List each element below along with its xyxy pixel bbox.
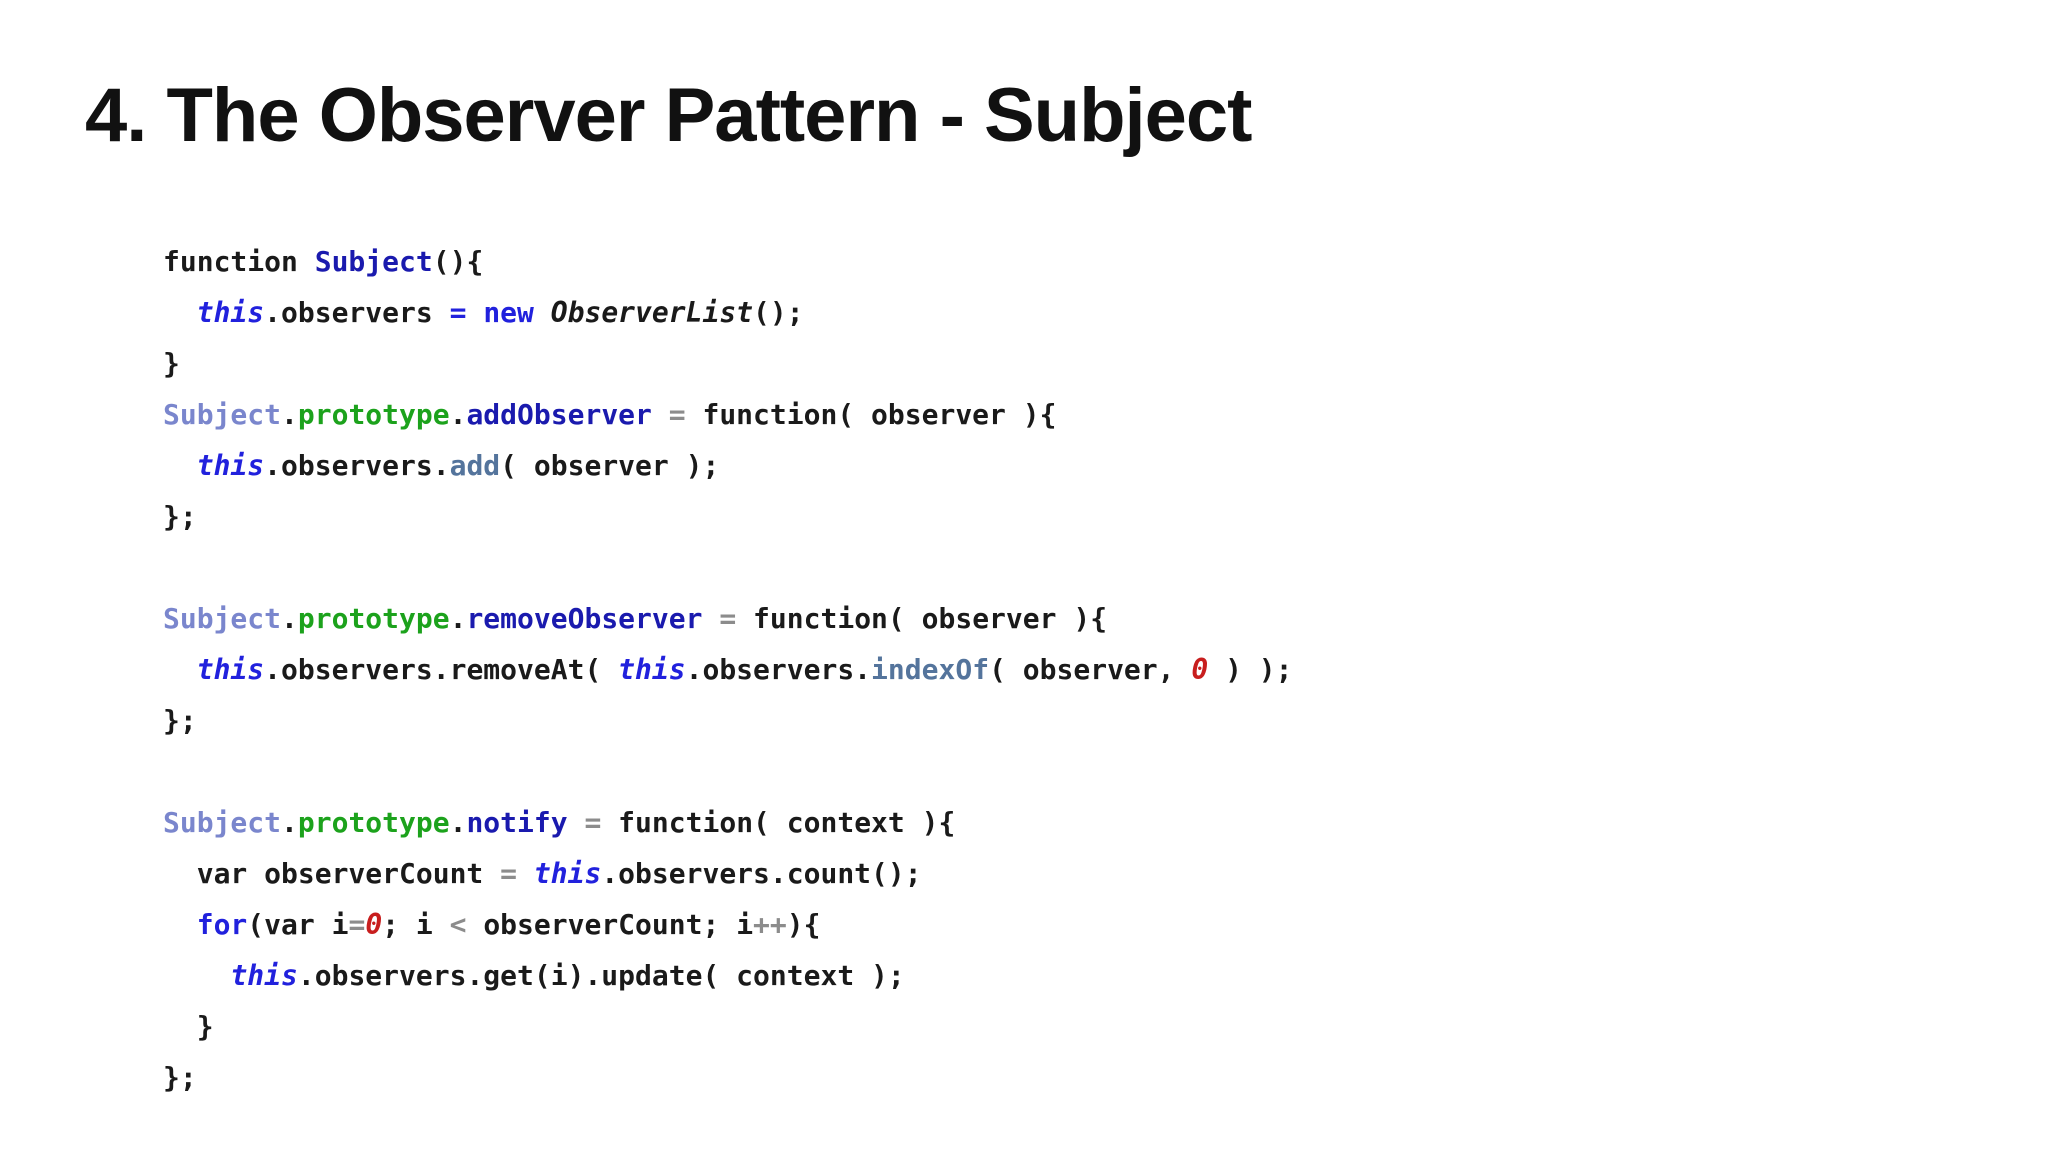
code-token: prototype: [297, 602, 450, 635]
code-token: observerCount; i: [466, 908, 754, 941]
code-token: prototype: [297, 398, 450, 431]
code-token: };: [163, 1061, 197, 1094]
code-token: }: [163, 347, 180, 380]
code-token: .observers.get(i).update( context );: [297, 959, 905, 992]
code-token: ; i: [382, 908, 450, 941]
code-token: .: [449, 398, 467, 431]
code-token: .: [449, 806, 467, 839]
code-token: .observers.: [685, 653, 872, 686]
code-token: addObserver: [466, 398, 652, 431]
code-token: ++: [753, 908, 787, 941]
code-token: ObserverList: [550, 296, 754, 329]
code-token: Subject: [163, 602, 282, 635]
code-token: this: [230, 959, 298, 992]
code-token: var observerCount: [163, 857, 501, 890]
code-line: this.observers.removeAt( this.observers.…: [163, 644, 1293, 695]
code-token: this: [533, 857, 602, 890]
code-token: .observers.: [264, 449, 450, 482]
code-line: };: [163, 695, 1293, 746]
code-token: .: [281, 602, 298, 635]
code-token: [466, 296, 483, 329]
code-token: [163, 653, 197, 686]
code-token: ( observer );: [500, 449, 720, 482]
code-token: [163, 959, 230, 992]
code-token: for: [196, 908, 248, 941]
code-token: 0: [1191, 653, 1209, 686]
code-token: };: [163, 704, 197, 737]
code-line: this.observers.get(i).update( context );: [163, 950, 1293, 1001]
code-token: function( observer ){: [736, 602, 1108, 635]
code-token: indexOf: [871, 653, 990, 686]
code-token: function: [163, 245, 315, 278]
code-token: ) );: [1208, 653, 1293, 686]
code-line: function Subject(){: [163, 236, 1293, 287]
code-token: =: [500, 857, 518, 890]
code-token: ){: [786, 908, 821, 941]
code-token: =: [719, 602, 737, 635]
code-token: };: [163, 500, 197, 533]
code-token: .observers.count();: [601, 857, 922, 890]
code-line: };: [163, 1052, 1293, 1103]
code-line: this.observers.add( observer );: [163, 440, 1293, 491]
code-token: .: [281, 806, 298, 839]
code-token: .observers: [264, 296, 450, 329]
code-line: for(var i=0; i < observerCount; i++){: [163, 899, 1293, 950]
page-title: 4. The Observer Pattern - Subject: [85, 73, 1252, 158]
code-token: ( observer,: [989, 653, 1192, 686]
code-line: [163, 746, 1293, 797]
code-token: function( observer ){: [685, 398, 1057, 431]
code-token: [568, 806, 585, 839]
code-token: Subject: [163, 398, 282, 431]
code-token: [517, 857, 534, 890]
code-token: =: [449, 296, 467, 329]
code-token: =: [348, 908, 366, 941]
code-token: add: [449, 449, 501, 482]
code-token: [702, 602, 719, 635]
code-token: (var i: [247, 908, 349, 941]
code-token: .: [449, 602, 467, 635]
code-token: this: [618, 653, 686, 686]
code-token: 0: [365, 908, 383, 941]
code-token: function( context ){: [601, 806, 956, 839]
code-line: this.observers = new ObserverList();: [163, 287, 1293, 338]
code-token: this: [196, 449, 265, 482]
code-token: prototype: [297, 806, 450, 839]
code-token: Subject: [314, 245, 433, 278]
code-token: ();: [753, 296, 804, 329]
code-line: [163, 542, 1293, 593]
code-token: =: [668, 398, 686, 431]
code-token: [652, 398, 669, 431]
code-token: =: [584, 806, 602, 839]
code-line: Subject.prototype.removeObserver = funct…: [163, 593, 1293, 644]
code-block: function Subject(){ this.observers = new…: [163, 236, 1293, 1103]
code-token: .observers.removeAt(: [264, 653, 619, 686]
code-line: var observerCount = this.observers.count…: [163, 848, 1293, 899]
code-token: [534, 296, 551, 329]
code-token: <: [449, 908, 467, 941]
code-token: this: [196, 296, 265, 329]
code-token: new: [483, 296, 534, 329]
code-token: [163, 908, 197, 941]
code-line: Subject.prototype.addObserver = function…: [163, 389, 1293, 440]
code-line: }: [163, 1001, 1293, 1052]
code-token: this: [196, 653, 265, 686]
code-line: }: [163, 338, 1293, 389]
code-token: [163, 449, 197, 482]
code-token: notify: [466, 806, 568, 839]
code-token: }: [163, 1010, 214, 1043]
code-line: };: [163, 491, 1293, 542]
code-token: (){: [432, 245, 484, 278]
code-token: Subject: [163, 806, 282, 839]
code-token: .: [281, 398, 298, 431]
code-token: [163, 296, 197, 329]
code-token: removeObserver: [466, 602, 703, 635]
code-line: Subject.prototype.notify = function( con…: [163, 797, 1293, 848]
